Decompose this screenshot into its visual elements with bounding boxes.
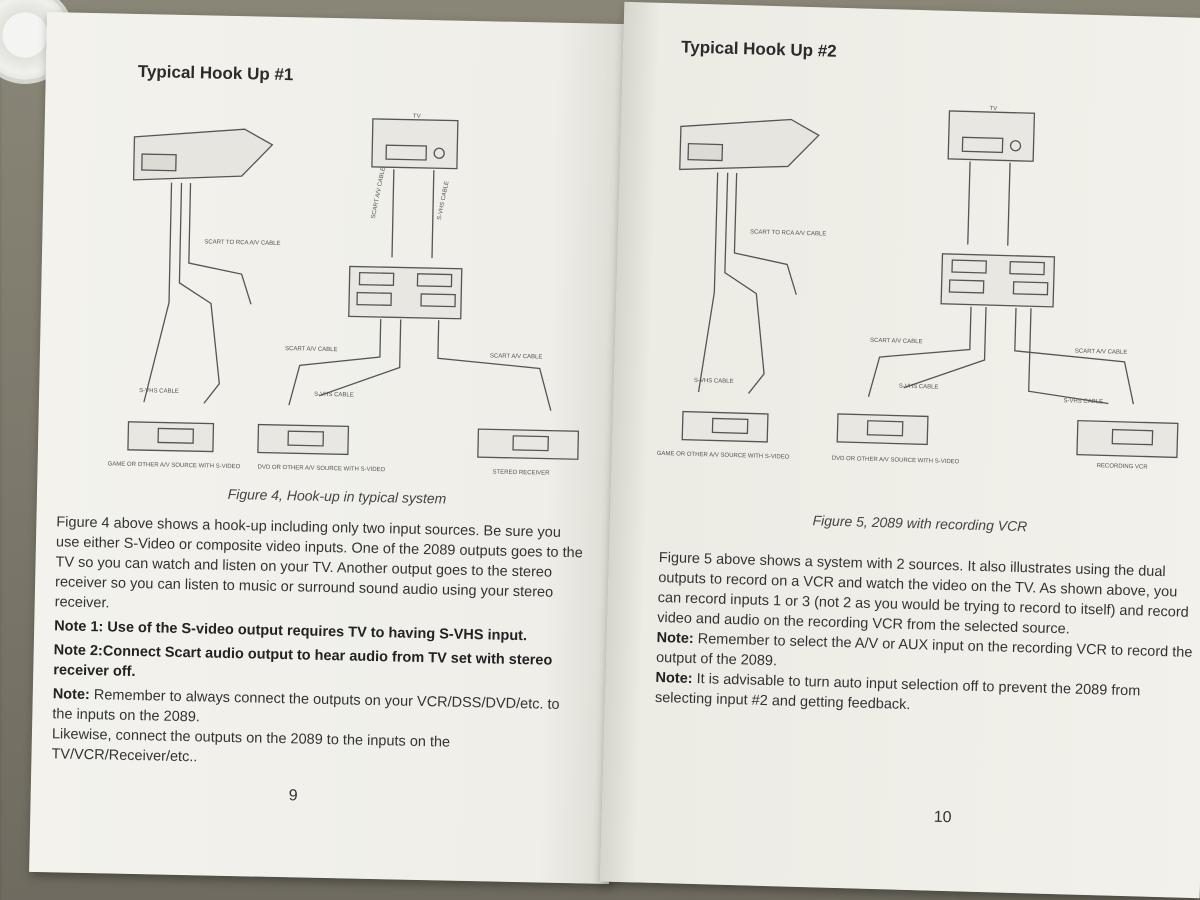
game-device-shape-2 (681, 410, 769, 443)
receiver-device-shape (477, 428, 580, 460)
hookup-diagram-2: TV SCART TO RCA A/V CABLE SCART A/V CABL… (657, 106, 1179, 471)
diagram1-svhs-label-1: S-VHS CABLE (139, 388, 179, 395)
right-page: Typical Hook Up #2 (599, 1, 1200, 899)
diagram1-svhs-label-2: S-VHS CABLE (314, 392, 354, 399)
diagram1-scart-rca-label: SCART TO RCA A/V CABLE (204, 239, 280, 247)
right-page-title: Typical Hook Up #2 (680, 37, 837, 61)
diagram2-scart-rca-label: SCART TO RCA A/V CABLE (750, 229, 826, 237)
device-game-label: GAME OR OTHER A/V SOURCE WITH S-VIDEO (108, 461, 241, 470)
diagram2-scart-cable-label-1: SCART A/V CABLE (870, 338, 923, 345)
figure-5-caption: Figure 5, 2089 with recording VCR (812, 512, 1028, 535)
right-paragraph: Figure 5 above shows a system with 2 sou… (656, 549, 1189, 638)
dvd-device-shape-2 (836, 413, 929, 446)
device-game-label-2: GAME OR OTHER A/V SOURCE WITH S-VIDEO (657, 451, 790, 461)
vcr-device-shape (1076, 419, 1179, 459)
right-body-text: Figure 5 above shows a system with 2 sou… (655, 548, 1199, 723)
tv-shape-2 (947, 110, 1036, 162)
left-body-text: Figure 4 above shows a hook-up including… (51, 512, 586, 775)
left-paragraph: Figure 4 above shows a hook-up including… (54, 514, 583, 612)
diagram1-scart-cable-label-1: SCART A/V CABLE (285, 346, 338, 353)
diagram1-scart-cable-label-2: SCART A/V CABLE (490, 353, 543, 360)
diagram2-svhs-label-3: S-VHS CABLE (1063, 398, 1103, 405)
left-page-title: Typical Hook Up #1 (137, 61, 294, 85)
left-page-number: 9 (288, 787, 298, 805)
diagram2-svhs-label-2: S-VHS CABLE (899, 384, 939, 391)
diagram2-tv-label: TV (989, 106, 997, 112)
right-note-1-label: Note: (656, 629, 694, 647)
diagram1-tv-label: TV (413, 114, 421, 120)
diagram2-svhs-label-1: S-VHS CABLE (694, 378, 734, 385)
left-note-3-label: Note: (52, 686, 91, 704)
device-vcr-label: RECORDING VCR (1097, 463, 1149, 470)
figure-4-caption: Figure 4, Hook-up in typical system (227, 485, 447, 507)
dvd-device-shape (257, 423, 350, 456)
device-receiver-label: STEREO RECEIVER (492, 469, 550, 476)
diagram1-scart-tv-label: SCART A/V CABLE (371, 167, 387, 220)
diagram1-svhs-tv-label: S-VHS CABLE (437, 181, 451, 221)
tv-shape (371, 118, 459, 170)
left-note-2: Note 2:Connect Scart audio output to hea… (53, 642, 553, 681)
game-device-shape (127, 421, 215, 453)
hookup-diagram-1: TV SCART TO RCA A/V CABLE SCART A/V CABL… (108, 114, 580, 477)
device-dvd-label-2: DVD OR OTHER A/V SOURCE WITH S-VIDEO (832, 456, 960, 466)
right-note-2-label: Note: (655, 669, 693, 687)
right-page-number: 10 (933, 808, 952, 827)
device-dvd-label: DVD OR OTHER A/V SOURCE WITH S-VIDEO (258, 465, 386, 474)
left-page: Typical Hook Up #1 (29, 12, 627, 884)
diagram2-scart-cable-label-2: SCART A/V CABLE (1075, 349, 1128, 356)
left-note-3-text: Remember to always connect the outputs o… (52, 687, 560, 726)
